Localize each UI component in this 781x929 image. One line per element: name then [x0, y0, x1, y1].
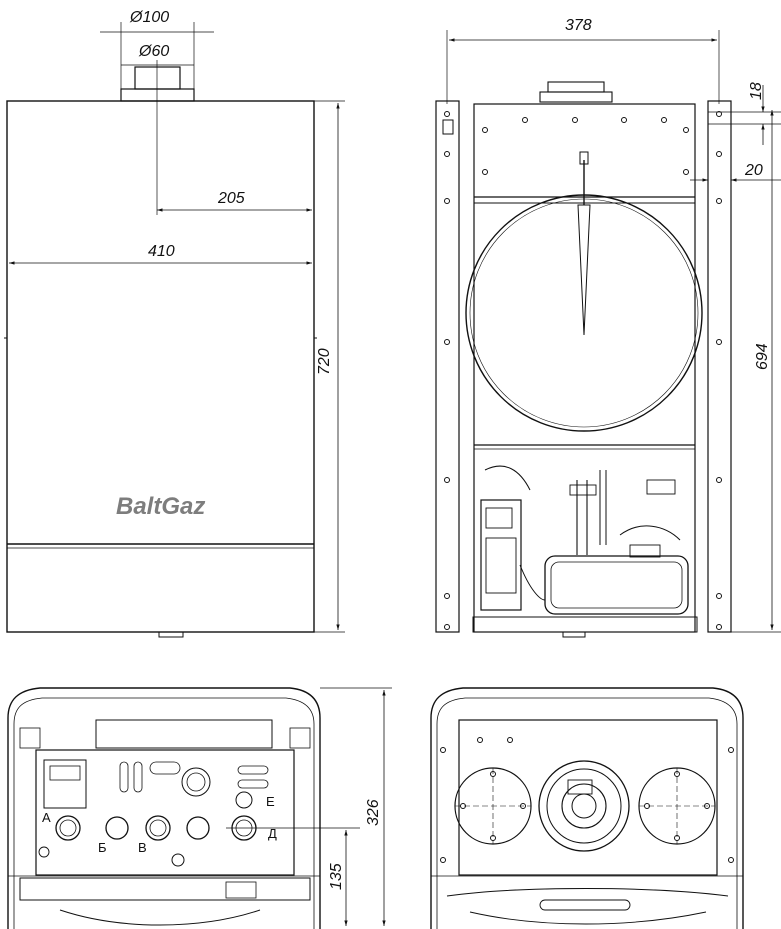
top-view: [430, 687, 744, 929]
connection-b-label: Б: [98, 840, 107, 855]
connection-a-label: A: [42, 810, 51, 825]
top-center-flue: [538, 760, 630, 852]
brand-logo: BaltGaz: [116, 493, 205, 520]
front-view: [4, 22, 345, 638]
connection-d-label: Д: [268, 826, 277, 841]
connection-c-label: B: [138, 840, 147, 855]
frame-top-label: 18: [748, 82, 765, 100]
connection-d-pipe: [186, 816, 210, 840]
flue-pipe: [134, 66, 181, 90]
burner-probe: [577, 204, 591, 336]
heat-exchanger-circle: [465, 194, 703, 432]
frame-right-rail: [707, 100, 732, 633]
frame-height-label: 694: [754, 343, 771, 370]
flue-top: [547, 81, 605, 93]
bottom-depth-label: 326: [365, 799, 382, 826]
rear-view: [435, 30, 781, 638]
connection-c: [145, 815, 171, 841]
height-label: 720: [316, 348, 333, 375]
frame-edge-label: 20: [744, 162, 763, 179]
flue-outer-label: Ø100: [129, 9, 169, 26]
connection-e-label: E: [266, 794, 275, 809]
top-casing-outline: [430, 687, 744, 929]
bottom-connector: [158, 631, 184, 638]
frame-left-rail: [435, 100, 460, 633]
bottom-view: [7, 687, 392, 929]
pump-unit: [544, 555, 689, 615]
front-casing: [6, 100, 315, 633]
half-width-label: 205: [217, 190, 245, 207]
flue-collar: [120, 88, 195, 102]
full-width-label: 410: [148, 243, 175, 260]
connection-a: [55, 815, 81, 841]
bottom-casing-outline: [7, 687, 321, 929]
bottom-connection-label: 135: [328, 863, 345, 890]
gas-valve: [480, 499, 522, 611]
bottom-valve-block: [43, 759, 87, 809]
frame-width-label: 378: [565, 17, 592, 34]
flue-inner-label: Ø60: [138, 43, 169, 60]
connection-b: [105, 816, 129, 840]
